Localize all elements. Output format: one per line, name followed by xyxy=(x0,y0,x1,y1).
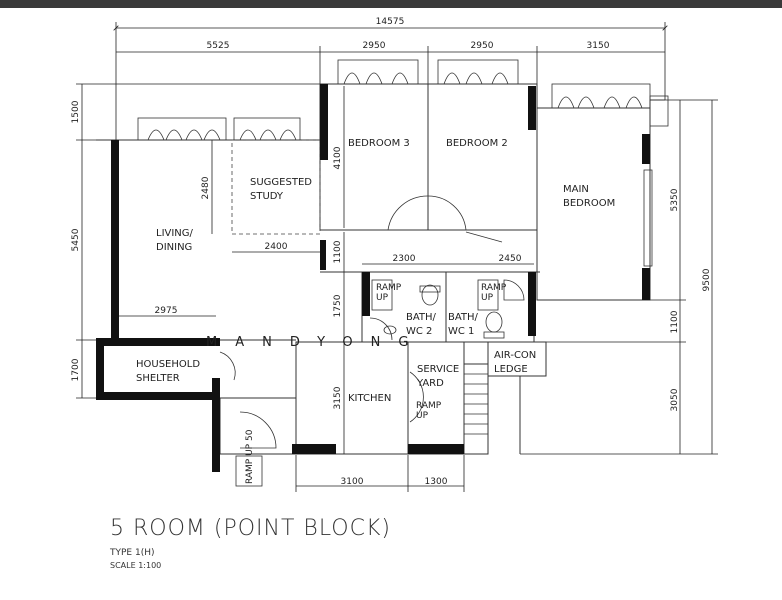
corridor-height-dim: 1100 xyxy=(333,240,343,263)
aircon-label-line1: AIR-CON xyxy=(494,350,536,361)
bedroom3-label: BEDROOM 3 xyxy=(348,138,410,149)
bath2-width-dim: 2300 xyxy=(393,254,416,264)
study-dimensions xyxy=(211,140,320,253)
bath-height-dim: 1750 xyxy=(333,294,343,317)
windows xyxy=(137,59,669,267)
kitchen-height-dim: 3150 xyxy=(333,386,343,409)
bath1-ramp-label-2: UP xyxy=(481,293,494,303)
structural-walls xyxy=(96,84,650,472)
service-yard-label-line2: YARD xyxy=(416,378,444,389)
right-total-dim: 9500 xyxy=(702,268,712,291)
bath2-ramp-label-1: RAMP xyxy=(376,283,402,293)
study-height-dim: 2480 xyxy=(201,176,211,199)
entrance-ramp-label: RAMP UP 50 xyxy=(245,429,255,484)
bottom-dim-1: 3100 xyxy=(341,477,364,487)
bath2-label-line1: BATH/ xyxy=(406,312,437,323)
left-dim-1: 1500 xyxy=(71,100,81,123)
yard-ramp-label-2: UP xyxy=(416,411,429,421)
main-bedroom-label-line1: MAIN xyxy=(563,184,589,195)
bath2-ramp-label-2: UP xyxy=(376,293,389,303)
service-yard-label-line1: SERVICE xyxy=(417,364,459,375)
overall-width-dim: 14575 xyxy=(376,17,405,27)
study-width-dim: 2400 xyxy=(265,242,288,252)
bottom-dim-2: 1300 xyxy=(425,477,448,487)
bath1-label-line1: BATH/ xyxy=(448,312,479,323)
sanitary-fixtures xyxy=(383,279,525,339)
top-dim-2: 2950 xyxy=(363,41,386,51)
right-dim-3: 3050 xyxy=(670,388,680,411)
study-label-line2: STUDY xyxy=(250,191,284,202)
ramps xyxy=(235,279,499,487)
plan-type: TYPE 1(H) xyxy=(110,548,155,558)
watermark: MANDYONG xyxy=(206,335,426,350)
right-dimensions xyxy=(520,99,718,455)
right-dim-1: 5350 xyxy=(670,188,680,211)
left-dim-2: 5450 xyxy=(71,228,81,251)
bath2-label-line2: WC 2 xyxy=(406,326,432,337)
top-dimensions xyxy=(116,22,665,142)
bath1-width-dim: 2450 xyxy=(499,254,522,264)
bath1-label-line2: WC 1 xyxy=(448,326,474,337)
doors xyxy=(219,195,503,449)
top-dim-1: 5525 xyxy=(207,41,230,51)
plan-title: 5 ROOM (POINT BLOCK) xyxy=(110,516,391,541)
shelter-label-line1: HOUSEHOLD xyxy=(136,359,200,370)
bath1-ramp-label-1: RAMP xyxy=(481,283,507,293)
living-label-line1: LIVING/ xyxy=(156,228,194,239)
study-label-line1: SUGGESTED xyxy=(250,177,312,188)
top-frame-edge xyxy=(0,0,782,8)
shelter-width-dim: 2975 xyxy=(155,306,178,316)
bedroom2-label: BEDROOM 2 xyxy=(446,138,508,149)
aircon-label-line2: LEDGE xyxy=(494,364,528,375)
plan-scale: SCALE 1:100 xyxy=(110,561,162,570)
left-dim-3: 1700 xyxy=(71,358,81,381)
internal-dimensions xyxy=(116,86,534,454)
shelter-label-line2: SHELTER xyxy=(136,373,180,384)
top-dim-3: 2950 xyxy=(471,41,494,51)
bottom-dimensions xyxy=(295,455,465,492)
living-label-line2: DINING xyxy=(156,242,192,253)
bedroom3-height-dim: 4100 xyxy=(333,146,343,169)
kitchen-label: KITCHEN xyxy=(348,393,391,404)
title-block: 5 ROOM (POINT BLOCK) TYPE 1(H) SCALE 1:1… xyxy=(110,516,391,570)
main-bedroom-label-line2: BEDROOM xyxy=(563,198,615,209)
right-dim-2: 1100 xyxy=(670,310,680,333)
yard-ramp-label-1: RAMP xyxy=(416,401,442,411)
top-dim-4: 3150 xyxy=(587,41,610,51)
